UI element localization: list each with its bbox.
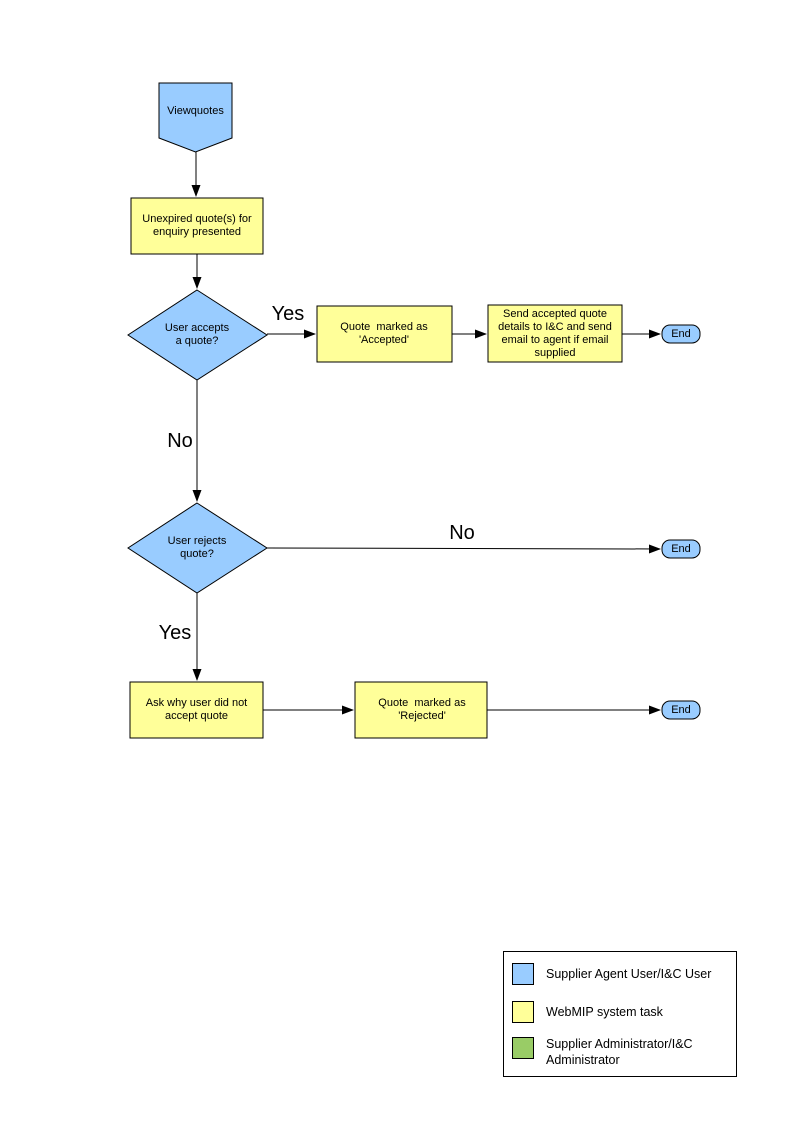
end1-shape: [661, 324, 701, 344]
legend-label-user: Supplier Agent User/I&C User: [546, 967, 712, 981]
end3-label: End: [671, 704, 691, 716]
marked-accepted-shape: [316, 305, 453, 363]
decision-reject-label: User rejects quote?: [167, 535, 230, 560]
present-task-label: Unexpired quote(s) for enquiry presented: [142, 213, 255, 238]
legend-box: Supplier Agent User/I&C User WebMIP syst…: [503, 951, 737, 1077]
send-details-label: Send accepted quote details to I&C and s…: [498, 307, 615, 359]
edge-label-accept-yes: Yes: [271, 303, 305, 325]
ask-why-label: Ask why user did not accept quote: [145, 697, 251, 722]
edge-label-reject-no: No: [449, 522, 475, 544]
ask-why-shape: [129, 681, 264, 739]
legend-swatch-admin: [512, 1037, 534, 1059]
edge-label-accept-no: No: [167, 430, 193, 452]
legend-label-system-task: WebMIP system task: [546, 1005, 663, 1019]
marked-rejected-shape: [354, 681, 488, 739]
end2-label: End: [671, 543, 691, 555]
end1-label: End: [671, 328, 691, 340]
decision-reject-shape: [127, 502, 268, 594]
decision-accept-shape: [127, 289, 268, 381]
present-task-shape: [130, 197, 264, 255]
start-label: Viewquotes: [167, 104, 224, 117]
edge-label-reject-yes: Yes: [158, 622, 192, 644]
send-details-shape: [487, 304, 623, 363]
connector-arrows: [191, 152, 661, 715]
legend-swatch-user: [512, 963, 534, 985]
arrow-reject-no: [266, 544, 661, 554]
end3-shape: [661, 700, 701, 720]
legend-label-admin: Supplier Administrator/I&C Administrator: [546, 1037, 693, 1067]
decision-accept-label: User accepts a quote?: [164, 322, 233, 347]
start-shape: [158, 82, 233, 153]
end2-shape: [661, 539, 701, 559]
legend-swatch-system-task: [512, 1001, 534, 1023]
marked-rejected-label: Quote marked as 'Rejected': [378, 697, 469, 722]
marked-accepted-label: Quote marked as 'Accepted': [340, 321, 431, 346]
